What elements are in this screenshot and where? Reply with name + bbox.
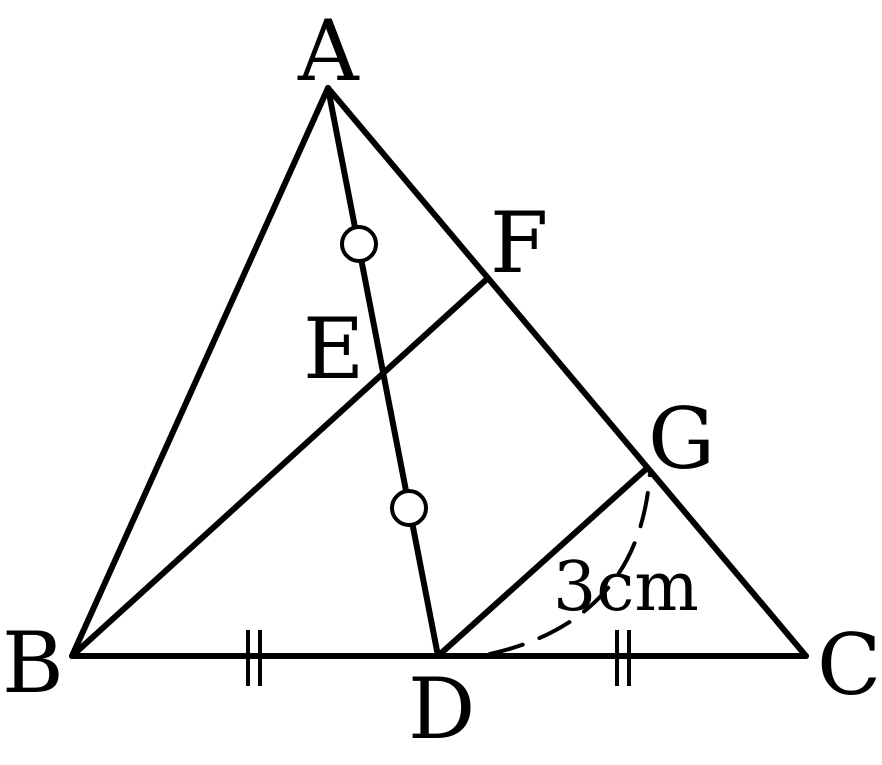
- side-AB: [69, 85, 331, 659]
- side-AC: [325, 85, 809, 659]
- label-A: A: [297, 2, 360, 100]
- tick-mark-BD: [246, 630, 262, 686]
- measurement-label: 3cm: [553, 548, 699, 627]
- measure-arc-DG: [488, 470, 652, 656]
- label-C: C: [817, 616, 881, 714]
- equal-mark-ED: [390, 489, 428, 527]
- label-D: D: [408, 660, 475, 758]
- label-F: F: [490, 194, 548, 292]
- segment-BF: [69, 275, 491, 659]
- label-E: E: [303, 300, 364, 398]
- tick-mark-DC: [615, 630, 631, 686]
- equal-mark-AE: [340, 225, 378, 263]
- label-G: G: [648, 390, 715, 488]
- label-B: B: [2, 614, 64, 712]
- segment-DG: [435, 467, 648, 659]
